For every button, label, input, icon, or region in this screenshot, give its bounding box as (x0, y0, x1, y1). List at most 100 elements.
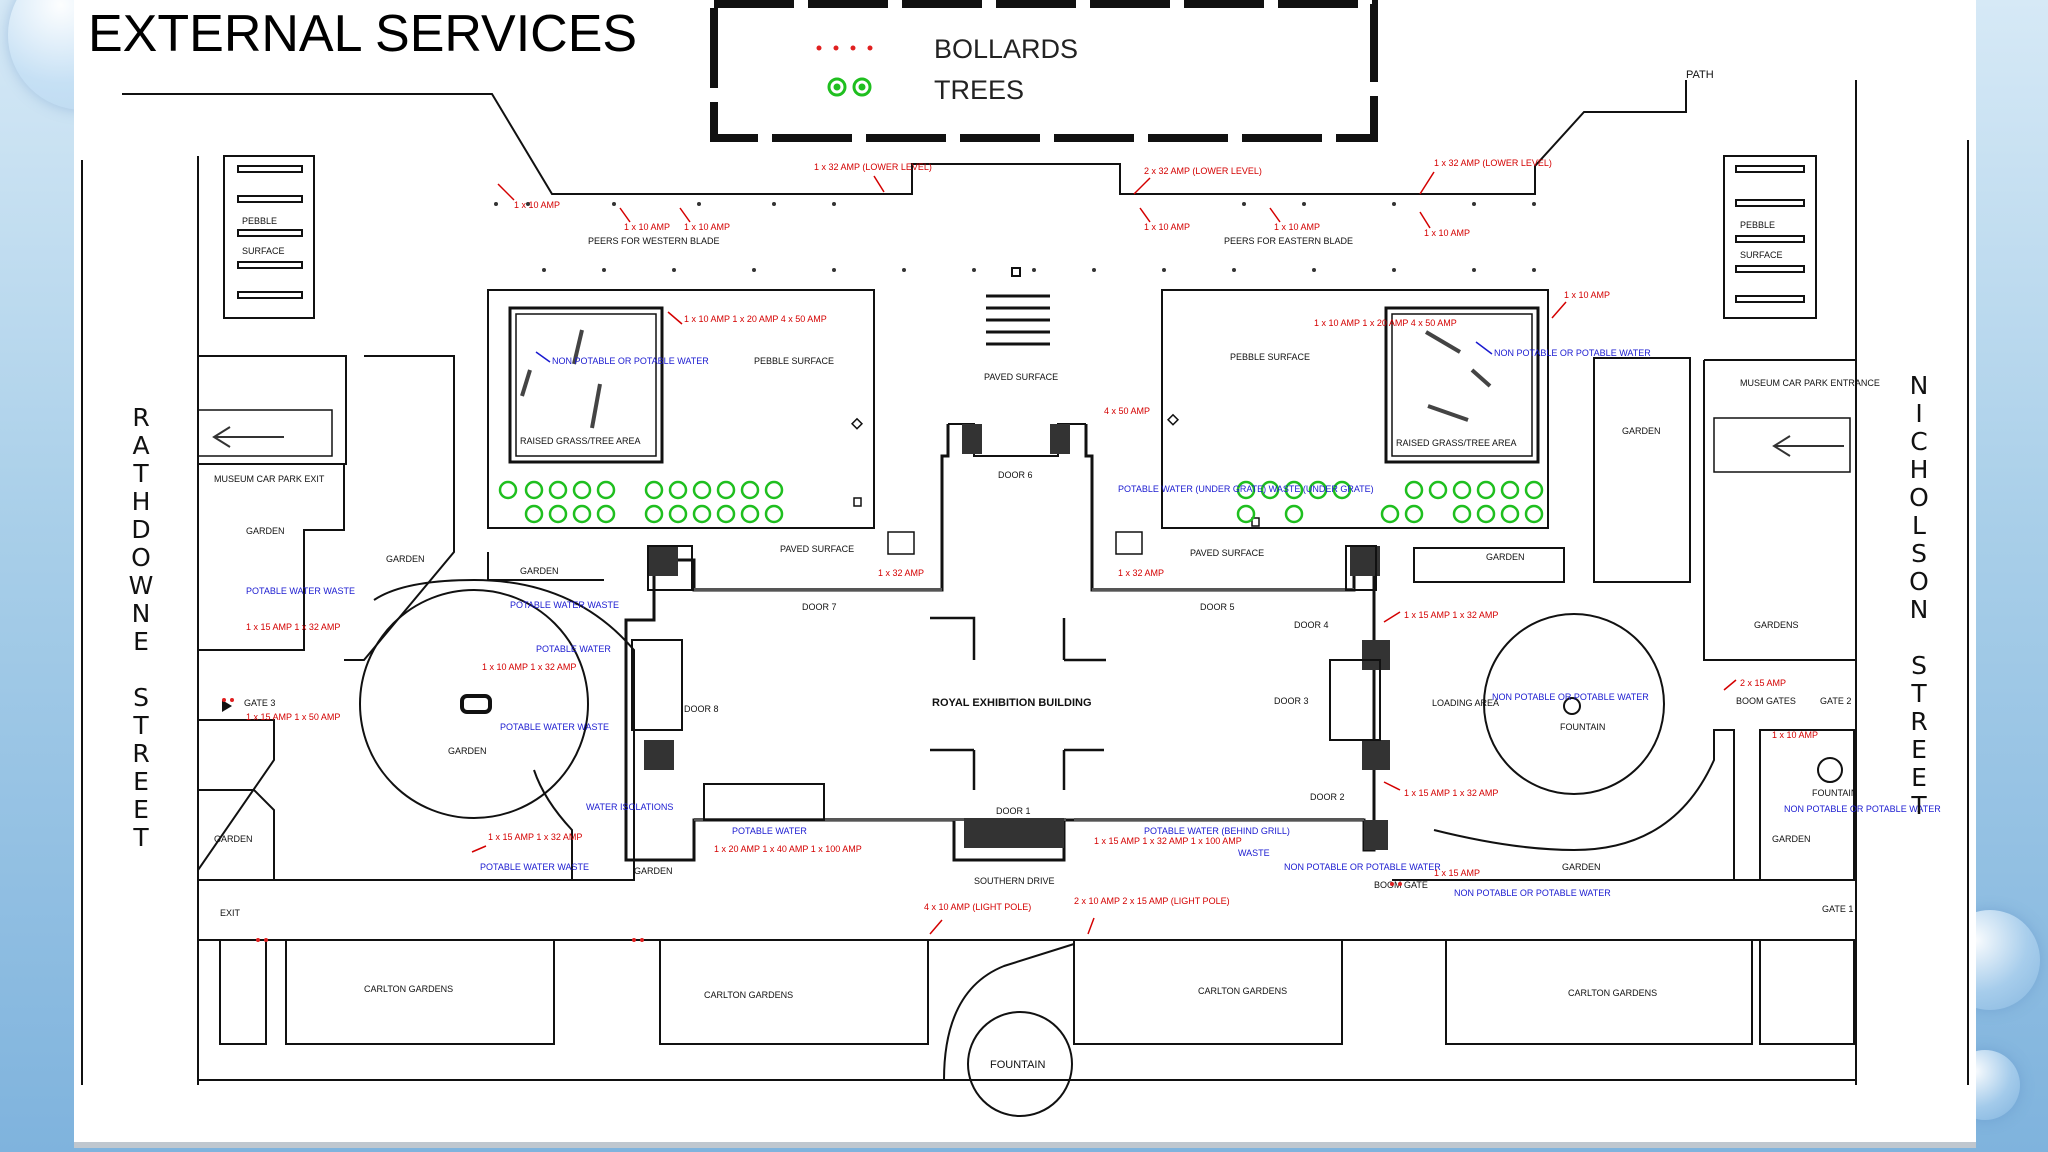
under-grate-label: POTABLE WATER (UNDER GRATE) WASTE (UNDER… (1118, 484, 1374, 494)
service-label: 1 x 10 AMP (1772, 730, 1818, 740)
waste-label: WASTE (1238, 848, 1270, 858)
right-labels: MUSEUM CAR PARK ENTRANCE GARDEN GARDEN G… (1094, 378, 1941, 914)
potable-water-label: POTABLE WATER (732, 826, 807, 836)
street-label-west: R A T H D O W N E S T R E E T (128, 403, 154, 852)
non-potable-label: NON POTABLE OR POTABLE WATER (1284, 862, 1441, 872)
door-label: DOOR 8 (684, 704, 719, 714)
building-interior (930, 616, 1106, 790)
peers-east-label: PEERS FOR EASTERN BLADE (1224, 236, 1353, 246)
trees (498, 480, 1544, 524)
gate1-label: GATE 1 (1822, 904, 1853, 914)
service-label: 1 x 10 AMP (1274, 222, 1320, 232)
door-label: DOOR 2 (1310, 792, 1345, 802)
southern-drive-label: SOUTHERN DRIVE (974, 876, 1055, 886)
carlton-gardens-label: CARLTON GARDENS (704, 990, 793, 1000)
door-label: DOOR 5 (1200, 602, 1235, 612)
gate2-label: GATE 2 (1820, 696, 1851, 706)
service-label: 1 x 32 AMP (878, 568, 924, 578)
paved-steps (986, 267, 1050, 346)
right-fountain-icon (1563, 697, 1843, 783)
garden-label: GARDEN (1562, 862, 1601, 872)
raised-grass-label: RAISED GRASS/TREE AREA (520, 436, 641, 446)
building-dots (694, 588, 1364, 821)
service-label: 1 x 15 AMP 1 x 32 AMP (1404, 788, 1498, 798)
path-label: PATH (1686, 69, 1714, 81)
bollards-top (494, 202, 1536, 272)
left-labels: MUSEUM CAR PARK EXIT GARDEN GARDEN GARDE… (214, 474, 924, 918)
service-label: 1 x 10 AMP (1424, 228, 1470, 238)
service-label: 1 x 10 AMP 1 x 20 AMP 4 x 50 AMP (684, 314, 827, 324)
left-fountain-icon (460, 694, 492, 714)
museum-exit-label: MUSEUM CAR PARK EXIT (214, 474, 325, 484)
pebble-surface-label: PEBBLE SURFACE (754, 356, 834, 366)
garden-label: GARDEN (386, 554, 425, 564)
paved-surface-labels: PAVED SURFACE PAVED SURFACE (780, 544, 1264, 558)
right-side-structures (1392, 357, 1857, 881)
service-label: 2 x 15 AMP (1740, 678, 1786, 688)
service-label: 1 x 32 AMP (1118, 568, 1164, 578)
behind-grill-label: POTABLE WATER (BEHIND GRILL) (1144, 826, 1290, 836)
service-label: 1 x 32 AMP (LOWER LEVEL) (1434, 158, 1552, 168)
service-label: 1 x 10 AMP (514, 200, 560, 210)
left-side-structures (197, 355, 1856, 941)
non-potable-label: NON POTABLE OR POTABLE WATER (552, 356, 709, 366)
tree-row-right (1236, 480, 1544, 524)
top-service-labels: 1 x 10 AMP 1 x 10 AMP 1 x 10 AMP 1 x 32 … (514, 158, 1552, 238)
door-label: DOOR 4 (1294, 620, 1329, 630)
paved-surface-label: PAVED SURFACE (780, 544, 854, 554)
service-arrow (667, 311, 683, 325)
courtyard-left: RAISED GRASS/TREE AREA PEBBLE SURFACE NO… (487, 289, 875, 529)
service-label: 1 x 10 AMP (1564, 290, 1610, 300)
fountain-label: FOUNTAIN (1812, 788, 1857, 798)
carlton-gardens-label: CARLTON GARDENS (364, 984, 453, 994)
non-potable-label: NON POTABLE OR POTABLE WATER (1494, 348, 1651, 358)
water-arrow (1475, 341, 1493, 355)
garden-label: GARDEN (1622, 426, 1661, 436)
car-park-entrance-arrow (1772, 435, 1844, 457)
service-label: 1 x 10 AMP (1144, 222, 1190, 232)
garden-label: GARDEN (214, 834, 253, 844)
service-label: 1 x 15 AMP 1 x 32 AMP (1404, 610, 1498, 620)
service-label: 1 x 10 AMP (624, 222, 670, 232)
surface-label: SURFACE (1740, 250, 1783, 260)
garden-label: GARDEN (634, 866, 673, 876)
service-label: 1 x 15 AMP (1434, 868, 1480, 878)
service-label: 1 x 10 AMP 1 x 20 AMP 4 x 50 AMP (1314, 318, 1457, 328)
loading-area-label: LOADING AREA (1432, 698, 1499, 708)
exit-label: EXIT (220, 908, 241, 918)
water-isolations-label: WATER ISOLATIONS (586, 802, 673, 812)
slide-bottom-rule (74, 1142, 1976, 1148)
potable-water-waste-label: POTABLE WATER WASTE (500, 722, 609, 732)
annex-structures (631, 545, 1381, 821)
door-label: DOOR 6 (998, 470, 1033, 480)
potable-water-waste-label: POTABLE WATER WASTE (246, 586, 355, 596)
pebble-block-right: PEBBLE SURFACE (1723, 155, 1817, 319)
legend-trees-label: TREES (934, 75, 1024, 105)
door-label: DOOR 7 (802, 602, 837, 612)
pebble-block-left: PEBBLE SURFACE (223, 155, 315, 319)
car-park-exit-arrow (212, 426, 284, 448)
potable-water-waste-label: POTABLE WATER WASTE (510, 600, 619, 610)
service-label: 2 x 10 AMP 2 x 15 AMP (LIGHT POLE) (1074, 896, 1230, 906)
carlton-gardens-label: CARLTON GARDENS (1198, 986, 1287, 996)
tree-row-left (498, 480, 784, 524)
courtyard-right: RAISED GRASS/TREE AREA PEBBLE SURFACE NO… (1161, 289, 1651, 529)
service-label: 1 x 20 AMP 1 x 40 AMP 1 x 100 AMP (714, 844, 862, 854)
bottom-labels: CARLTON GARDENS CARLTON GARDENS CARLTON … (364, 876, 1657, 1071)
non-potable-label: NON POTABLE OR POTABLE WATER (1492, 692, 1649, 702)
boom-gates-label: BOOM GATES (1736, 696, 1796, 706)
door-labels: DOOR 6 DOOR 7 DOOR 5 DOOR 4 DOOR 8 DOOR … (684, 470, 1345, 816)
garden-label: GARDEN (448, 746, 487, 756)
service-label: 1 x 15 AMP 1 x 32 AMP (246, 622, 340, 632)
raised-grass-label: RAISED GRASS/TREE AREA (1396, 438, 1517, 448)
slide-title: EXTERNAL SERVICES (88, 5, 638, 63)
peers-west-label: PEERS FOR WESTERN BLADE (588, 236, 720, 246)
gate3-label: GATE 3 (244, 698, 275, 708)
service-label: 1 x 10 AMP (684, 222, 730, 232)
fountain-label: FOUNTAIN (1560, 722, 1605, 732)
bollards-misc (222, 698, 1402, 942)
site-plan-map: BOLLARDS TREES PATH (81, 0, 1969, 1117)
slide: EXTERNAL SERVICES BOLLARDS TREES PATH (74, 0, 1976, 1148)
garden-label: GARDEN (1772, 834, 1811, 844)
museum-entrance-label: MUSEUM CAR PARK ENTRANCE (1740, 378, 1880, 388)
